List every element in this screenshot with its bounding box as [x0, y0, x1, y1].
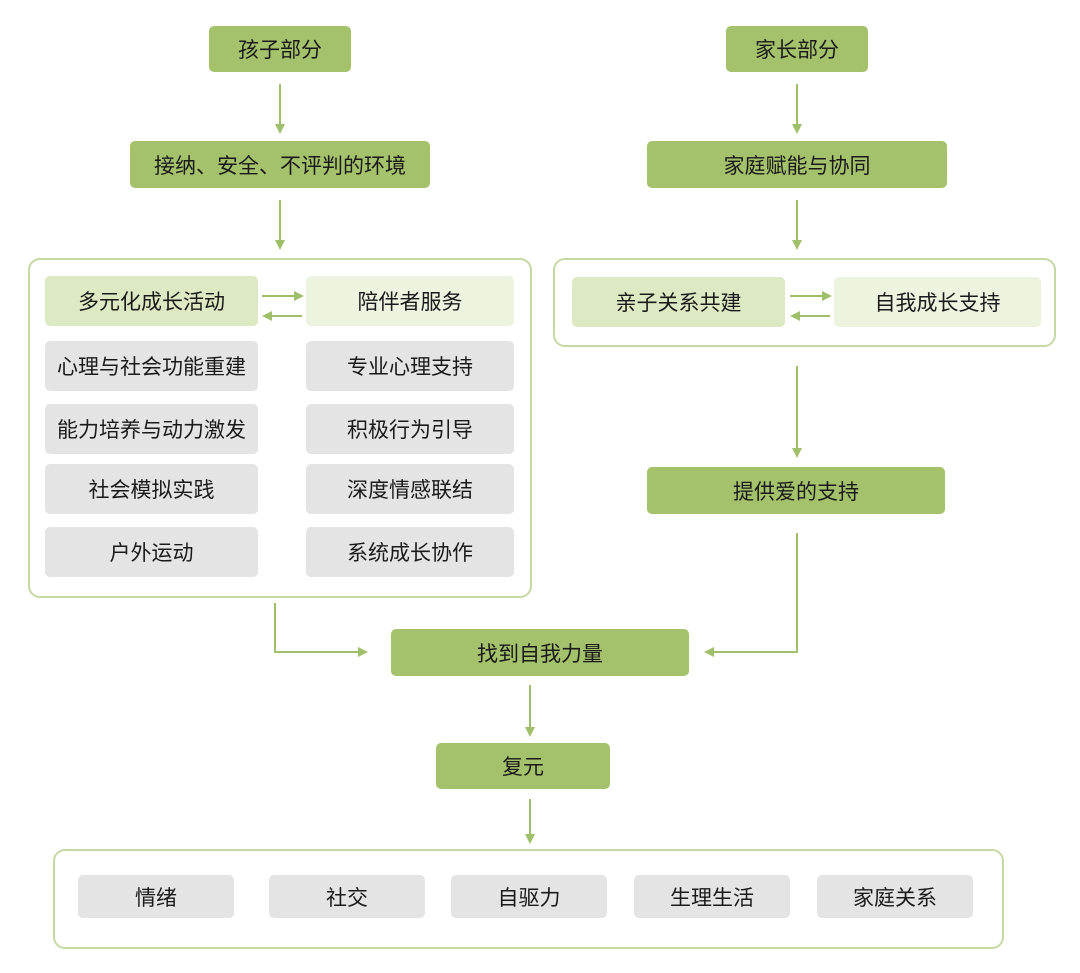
- love-support-box: 提供爱的支持: [647, 467, 945, 514]
- companion-service-item: 专业心理支持: [306, 341, 514, 391]
- outcome-item: 自驱力: [451, 875, 607, 918]
- outcome-item: 家庭关系: [817, 875, 973, 918]
- outcome-item: 生理生活: [634, 875, 790, 918]
- activity-item: 户外运动: [45, 527, 258, 577]
- outcomes-frame: [53, 849, 1004, 949]
- parent-section-title: 家长部分: [726, 26, 868, 72]
- relationship-box: 亲子关系共建: [572, 277, 785, 327]
- outcome-item: 社交: [269, 875, 425, 918]
- activity-item: 心理与社会功能重建: [45, 341, 258, 391]
- child-activities-frame: [28, 258, 532, 598]
- activity-item: 社会模拟实践: [45, 464, 258, 514]
- companion-header: 陪伴者服务: [306, 276, 514, 326]
- recovery-box: 复元: [436, 743, 610, 789]
- companion-service-item: 系统成长协作: [306, 527, 514, 577]
- activities-header: 多元化成长活动: [45, 276, 258, 326]
- arrow-child-to-find-self: [274, 603, 368, 657]
- companion-service-item: 深度情感联结: [306, 464, 514, 514]
- empowerment-box: 家庭赋能与协同: [647, 141, 947, 188]
- outcome-item: 情绪: [78, 875, 234, 918]
- parent-relationship-frame: [553, 258, 1056, 347]
- environment-box: 接纳、安全、不评判的环境: [130, 141, 430, 188]
- self-growth-box: 自我成长支持: [834, 277, 1041, 327]
- companion-service-item: 积极行为引导: [306, 404, 514, 454]
- arrow-love-support-to-find-self: [704, 533, 798, 657]
- child-section-title: 孩子部分: [209, 26, 351, 72]
- activity-item: 能力培养与动力激发: [45, 404, 258, 454]
- find-self-box: 找到自我力量: [391, 629, 689, 676]
